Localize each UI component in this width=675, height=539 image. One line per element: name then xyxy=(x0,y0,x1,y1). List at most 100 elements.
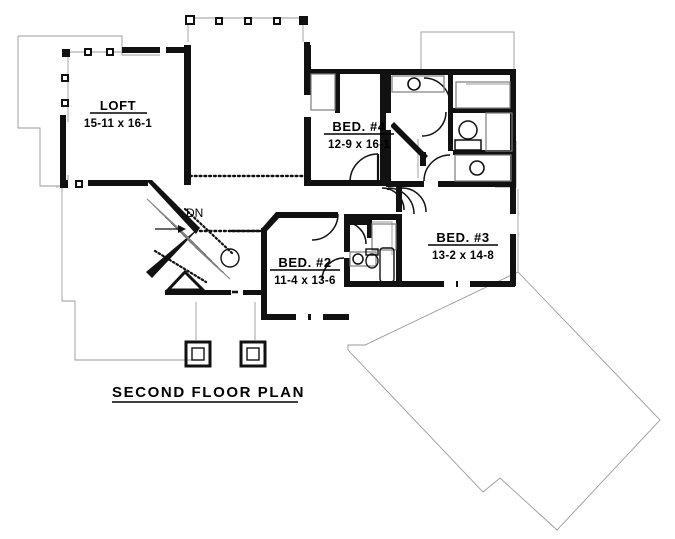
room-dims-bed3: 13-2 x 14-8 xyxy=(432,250,494,262)
bath2-toilet-tank xyxy=(365,248,379,256)
stair-newel-circle xyxy=(220,248,240,268)
bed2-chamfer-wall xyxy=(262,212,280,231)
railing-post-4 xyxy=(273,17,281,25)
porch-column-1-inner xyxy=(191,347,205,361)
window-bath-bottom-1 xyxy=(424,181,438,187)
attic-knee-wall xyxy=(390,122,428,160)
railing-post-7 xyxy=(61,74,69,82)
bed3-wall-right-lower xyxy=(510,262,516,286)
door-swing-bath-lower xyxy=(423,154,451,182)
toilet-bowl xyxy=(458,120,478,140)
bath2-tub xyxy=(379,247,395,283)
dotted-lines-group xyxy=(188,174,308,233)
door-swing-bath2-closet xyxy=(343,221,367,245)
door-group xyxy=(311,77,451,281)
room-label-bed3: BED. #3 xyxy=(436,230,489,245)
page-title: SECOND FLOOR PLAN xyxy=(112,384,305,401)
porch-column-1-outer xyxy=(184,340,212,368)
railing-post-6 xyxy=(106,48,114,56)
loft-wall-left xyxy=(60,115,66,185)
bath2-closet-shelf xyxy=(371,223,397,251)
left-lower-bottom xyxy=(62,300,200,361)
loft-corner-post-tl xyxy=(62,49,70,57)
sink-counter-lower xyxy=(454,154,512,182)
bath-divider-vertical xyxy=(386,75,391,113)
bed2-wall-top xyxy=(276,212,338,218)
stair-landing-marker xyxy=(164,269,207,292)
bed3-wall-left-upper xyxy=(396,187,402,212)
bed2-wall-left xyxy=(261,228,267,320)
railing-post-1 xyxy=(185,15,195,25)
bed4-wall-bottom xyxy=(304,180,384,186)
bath-interior-wall-v1 xyxy=(448,75,453,108)
corner-post-top-right xyxy=(299,16,308,25)
window-bed3-bottom-1 xyxy=(444,281,456,287)
porch-columns xyxy=(184,340,267,368)
bath-interior-wall-h3 xyxy=(453,150,513,155)
bed3-wall-left xyxy=(396,214,402,287)
railing-posts-group xyxy=(61,15,281,188)
room-dims-bed4: 12-9 x 16-1 xyxy=(328,139,390,151)
toilet-tank xyxy=(454,139,482,151)
bed4-wall-right xyxy=(380,69,386,186)
bath2-wall-top xyxy=(344,214,402,220)
room-dims-loft: 15-11 x 16-1 xyxy=(84,118,152,130)
window-bath-left-1 xyxy=(386,113,391,129)
door-swing-bed4 xyxy=(349,153,379,183)
bed4-closet-shelf xyxy=(310,73,336,111)
room-label-loft: LOFT xyxy=(100,98,136,113)
door-swing-hall-top xyxy=(381,187,405,211)
sink-bowl-upper xyxy=(407,77,421,91)
bath2-wall-left xyxy=(344,214,350,252)
bath2-wall-left-lower xyxy=(344,258,350,286)
bath2-closet-wall-v xyxy=(367,220,372,238)
closet-shelf-upper xyxy=(455,81,511,109)
stair-stringer-lower xyxy=(188,240,231,280)
left-overhang-outline xyxy=(17,36,62,187)
diagonal-roof-outline xyxy=(347,271,661,531)
window-loft-top xyxy=(160,47,166,53)
stair-diagonal-wall-lower xyxy=(146,226,201,278)
labels-group: LOFT 15-11 x 16-1 BED. #4 12-9 x 16-1 BE… xyxy=(84,98,498,403)
fixtures-group xyxy=(310,73,513,283)
room-label-bed2: BED. #2 xyxy=(278,255,331,270)
railing-post-9 xyxy=(75,180,83,188)
loft-wall-right xyxy=(184,45,191,185)
staircase xyxy=(146,198,240,284)
bath2-toilet-bowl xyxy=(365,253,379,269)
stair-arrow-head xyxy=(178,225,186,233)
window-bed2-bottom-2 xyxy=(311,314,323,320)
wall-group xyxy=(60,16,516,368)
stair-dotted-edge-upper xyxy=(183,207,234,255)
room-dims-bed2: 11-4 x 13-6 xyxy=(274,275,336,287)
bath-interior-wall-v2 xyxy=(448,113,453,151)
window-bed2-bottom-1 xyxy=(296,314,308,320)
railing-post-8 xyxy=(61,99,69,107)
exterior-wall-right-upper xyxy=(510,69,516,187)
loft-wall-top xyxy=(122,47,186,53)
window-bed4-left-1 xyxy=(304,95,311,117)
right-closet-outline-a xyxy=(466,83,514,120)
door-swing-hall-1 xyxy=(387,187,415,215)
window-openings xyxy=(160,47,516,320)
hall-wall-left-stub2 xyxy=(243,290,261,295)
room-label-bed4: BED. #4 xyxy=(332,119,386,134)
bath2-wall-bottom xyxy=(344,281,416,287)
bath2-counter xyxy=(349,251,377,267)
bath2-closet-wall xyxy=(350,220,372,225)
bed4-closet-wall-right xyxy=(335,69,340,113)
stair-dotted-edge-lower xyxy=(153,249,208,284)
porch-column-2-inner xyxy=(246,347,260,361)
thin-dash-lines xyxy=(232,282,466,319)
stair-stringer-upper xyxy=(146,198,201,250)
door-swing-bed3 xyxy=(401,187,427,213)
bed4-upper-wall xyxy=(304,42,310,72)
upper-right-attic-outline xyxy=(420,31,515,73)
railing-post-3 xyxy=(244,17,252,25)
railing-post-5 xyxy=(84,48,92,56)
door-swing-bath2-bed2 xyxy=(321,257,345,281)
porch-column-2-outer xyxy=(239,340,267,368)
bath-divider-vertical-2 xyxy=(386,130,391,186)
